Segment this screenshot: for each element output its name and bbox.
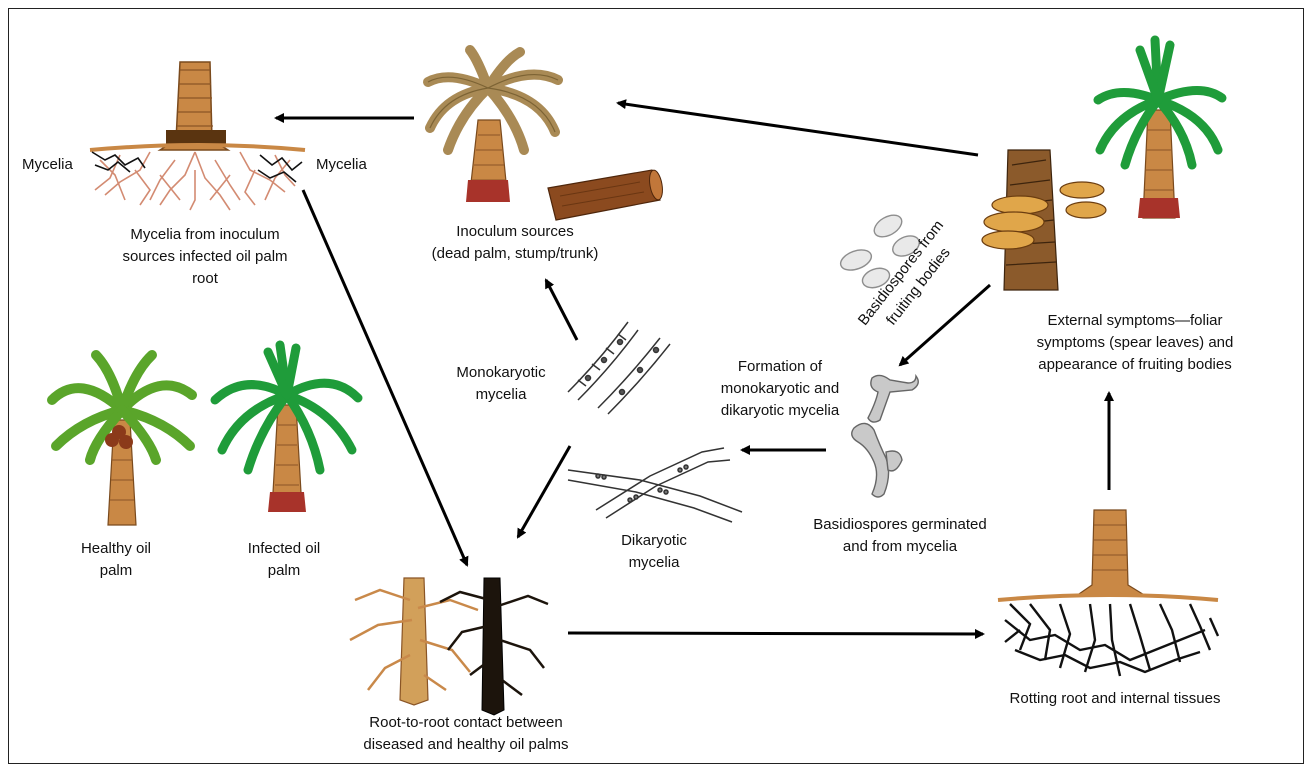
rotting-root-illustration [998,510,1218,676]
label-mycelia-from-inoculum: Mycelia from inoculum sources infected o… [80,224,330,290]
label-basidiospores-germinated: Basidiospores germinated and from myceli… [770,514,1030,558]
label-line: Root-to-root contact between [316,712,616,734]
arrow-monokaryotic-to-inoculum [546,280,577,340]
root-contact-illustration [350,578,548,715]
label-line: dikaryotic mycelia [700,400,860,422]
label-line: Basidiospores germinated [770,514,1030,536]
label-line: palm [56,560,176,582]
label-line: Formation of [700,356,860,378]
germinating-spores-illustration [852,375,919,497]
label-line: and from mycelia [770,536,1030,558]
label-line: root [80,268,330,290]
label-monokaryotic-mycelia: Monokaryotic mycelia [436,362,566,406]
infected-stump-illustration [90,62,305,210]
label-infected-oil-palm: Infected oil palm [224,538,344,582]
label-formation-mycelia: Formation of monokaryotic and dikaryotic… [700,356,860,422]
label-line: mycelia [436,384,566,406]
dead-palm-illustration [428,50,558,202]
label-line: External symptoms—foliar [1000,310,1270,332]
label-line: Inoculum sources [390,221,640,243]
label-inoculum-sources: Inoculum sources (dead palm, stump/trunk… [390,221,640,265]
label-line: palm [224,560,344,582]
log-illustration [548,169,665,220]
dikaryotic-hyphae-illustration [568,448,742,522]
label-line: sources infected oil palm [80,246,330,268]
infected-palm-illustration [215,345,358,512]
arrow-root-contact-to-rotting [568,633,983,634]
label-external-symptoms: External symptoms—foliar symptoms (spear… [1000,310,1270,376]
arrow-symptoms-to-inoculum [618,103,978,155]
label-line: Monokaryotic [436,362,566,384]
monokaryotic-hyphae-illustration [568,322,670,414]
label-mycelia-left: Mycelia [22,154,73,176]
label-healthy-oil-palm: Healthy oil palm [56,538,176,582]
label-line: (dead palm, stump/trunk) [390,243,640,265]
label-line: symptoms (spear leaves) and [1000,332,1270,354]
diseased-palm-with-fruiting-bodies [982,40,1222,290]
arrow-dikaryotic-to-root-contact [518,446,570,537]
label-line: diseased and healthy oil palms [316,734,616,756]
healthy-palm-illustration [52,355,192,525]
label-mycelia-right: Mycelia [316,154,367,176]
label-rotting-root: Rotting root and internal tissues [970,688,1260,710]
label-line: Infected oil [224,538,344,560]
label-root-to-root-contact: Root-to-root contact between diseased an… [316,712,616,756]
label-line: Mycelia from inoculum [80,224,330,246]
label-line: monokaryotic and [700,378,860,400]
label-line: mycelia [594,552,714,574]
label-dikaryotic-mycelia: Dikaryotic mycelia [594,530,714,574]
label-line: Healthy oil [56,538,176,560]
label-line: Dikaryotic [594,530,714,552]
label-line: appearance of fruiting bodies [1000,354,1270,376]
